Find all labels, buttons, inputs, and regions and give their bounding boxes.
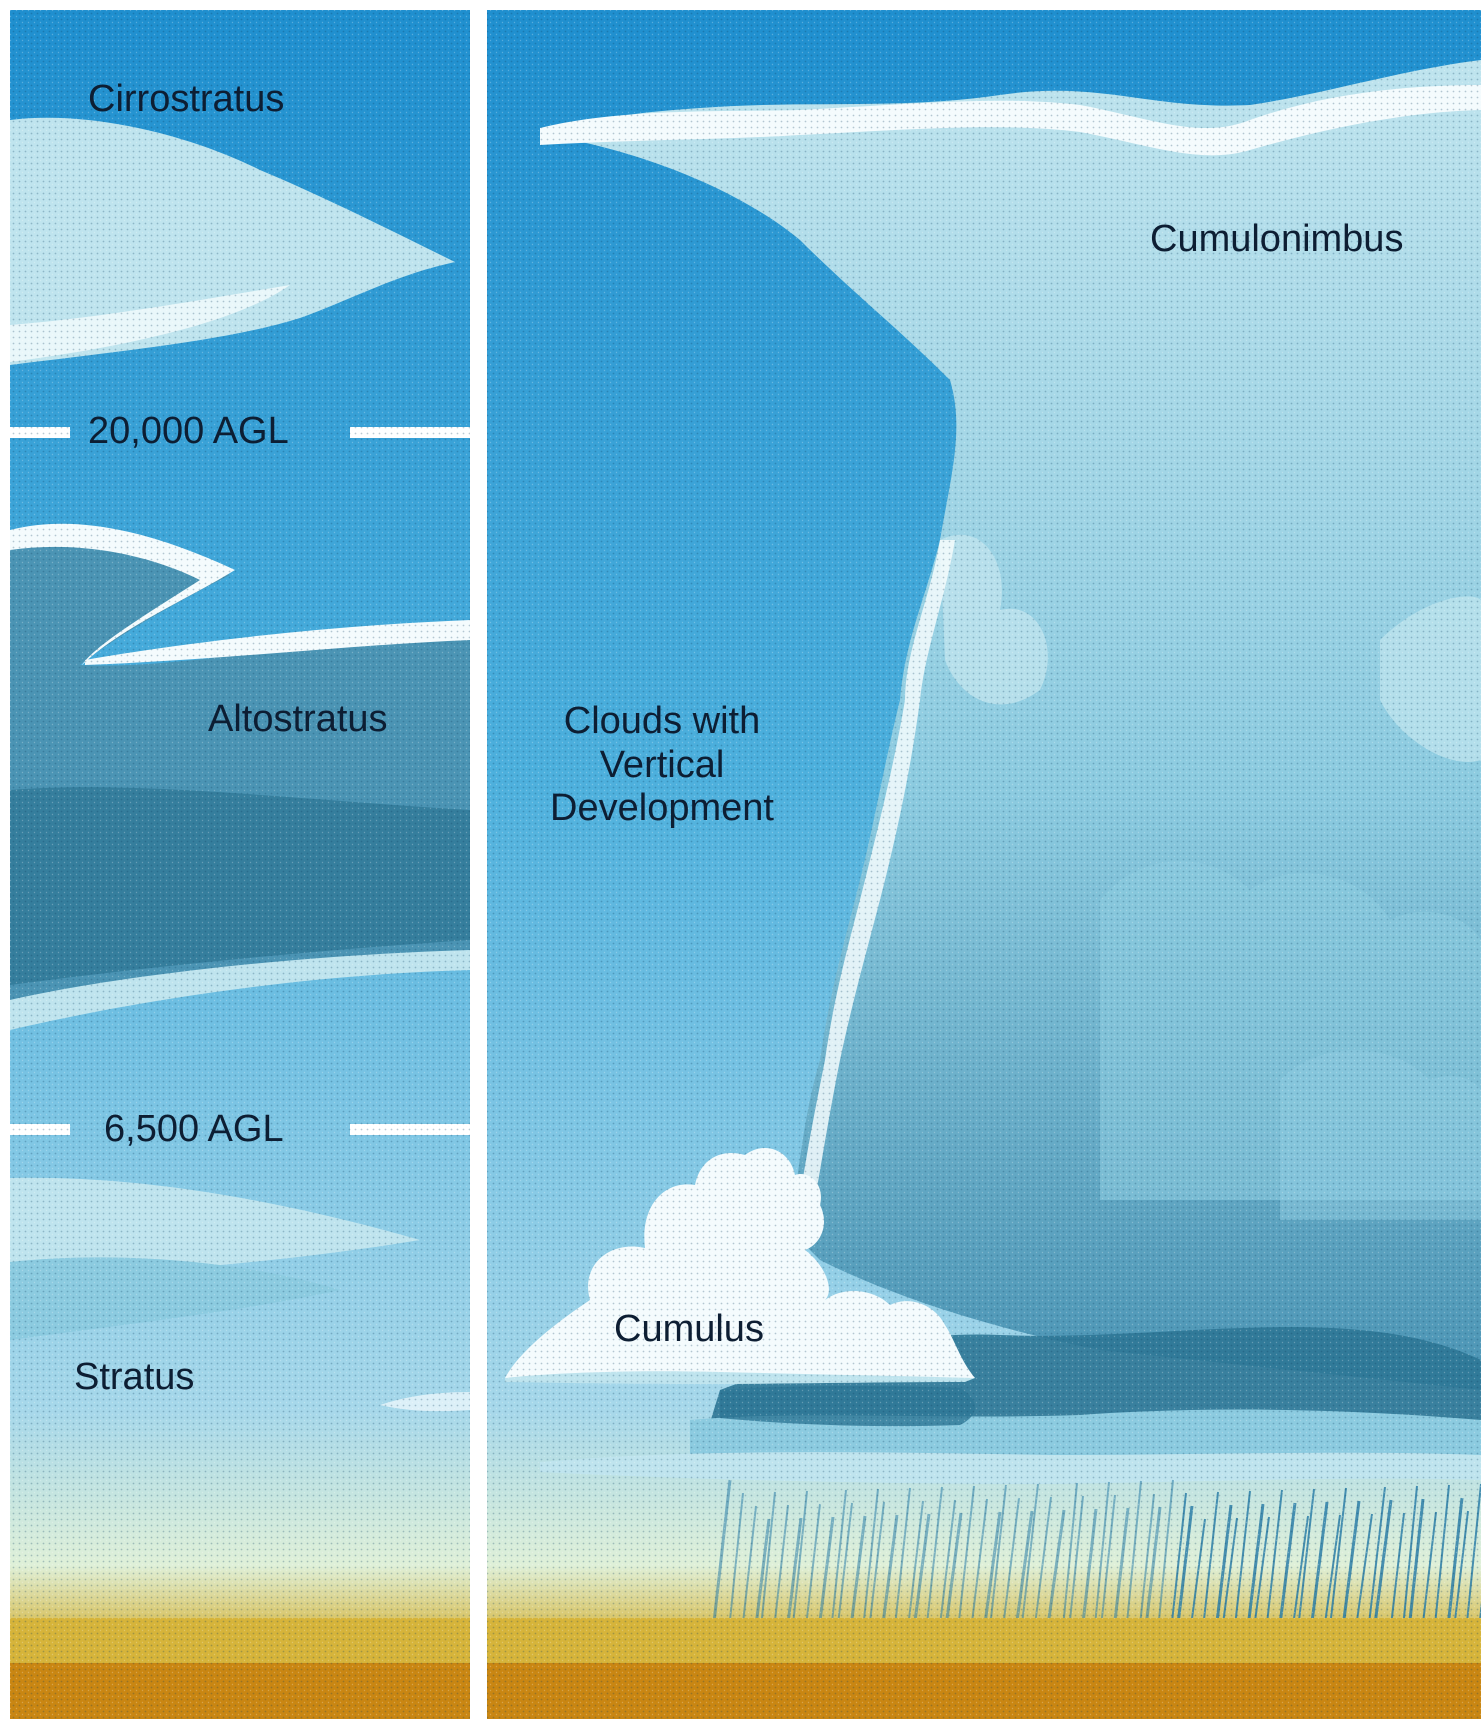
label-agl-20000: 20,000 AGL	[88, 410, 289, 452]
label-cirrostratus: Cirrostratus	[88, 78, 285, 120]
right-texture	[487, 10, 1481, 1719]
label-stratus: Stratus	[74, 1356, 195, 1398]
label-altostratus: Altostratus	[208, 698, 388, 740]
label-vertical-line-2: Vertical	[599, 743, 725, 786]
top-border	[0, 0, 1481, 10]
label-vertical-development: Clouds with Vertical Development	[532, 700, 792, 831]
left-panel-layered-clouds	[10, 10, 470, 1719]
panel-divider	[470, 0, 487, 1719]
label-agl-6500: 6,500 AGL	[104, 1108, 284, 1150]
label-cumulonimbus: Cumulonimbus	[1150, 218, 1404, 260]
label-vertical-line-3: Development	[550, 787, 774, 830]
label-cumulus: Cumulus	[614, 1308, 764, 1350]
left-texture	[10, 10, 470, 1719]
label-vertical-line-1: Clouds with	[563, 700, 761, 742]
left-border	[0, 0, 10, 1719]
right-panel-vertical-clouds	[487, 10, 1481, 1719]
